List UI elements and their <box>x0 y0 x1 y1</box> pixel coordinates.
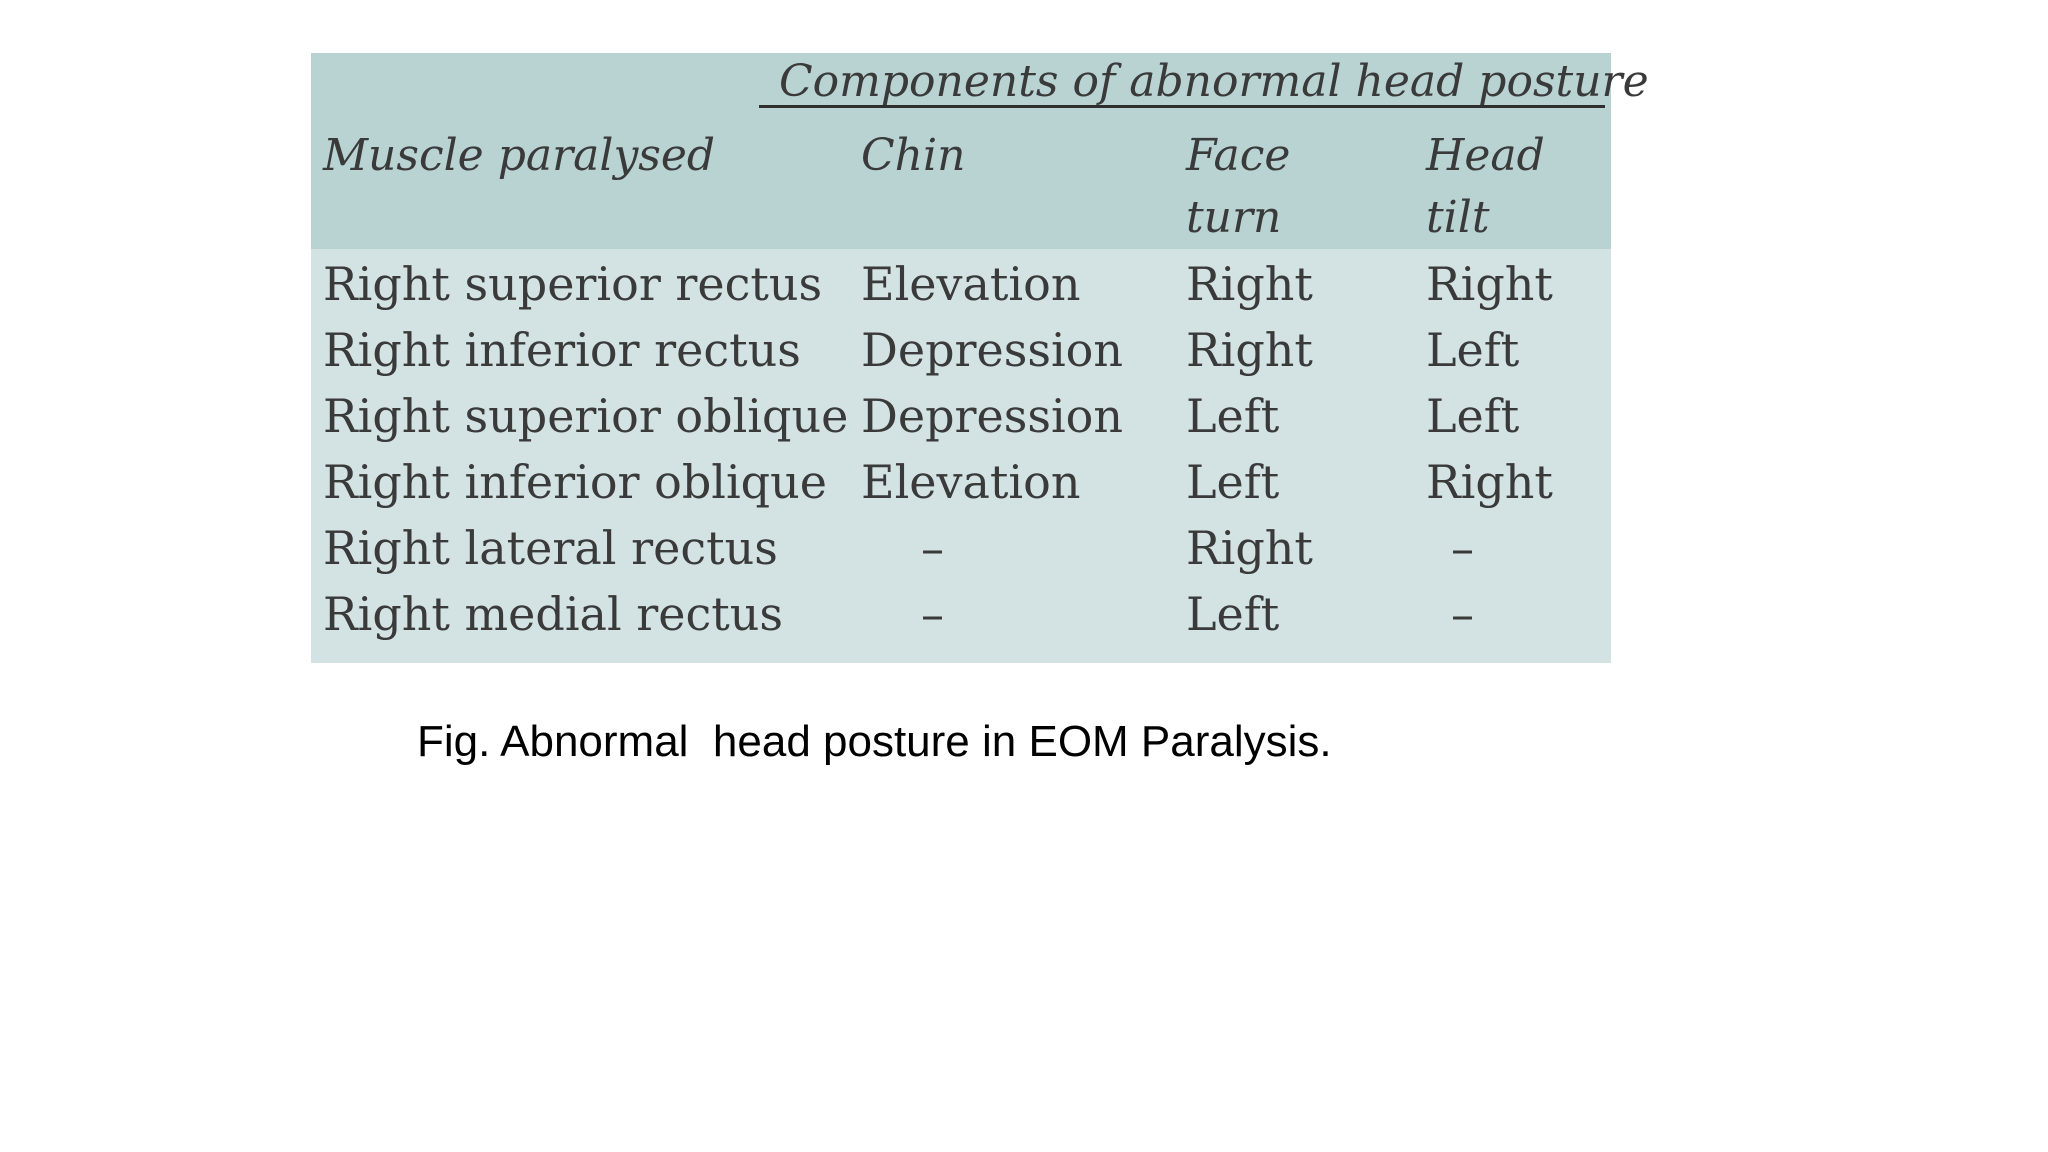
cell-muscle: Right inferior rectus <box>323 323 801 377</box>
cell-face-turn: Left <box>1186 455 1280 509</box>
cell-head-tilt: Right <box>1426 455 1553 509</box>
head-posture-table: Components of abnormal head posture Musc… <box>311 53 1649 663</box>
cell-chin: Elevation <box>861 257 1081 311</box>
cell-chin: – <box>921 587 944 641</box>
table-row: Right superior rectus Elevation Right Ri… <box>311 251 1611 317</box>
cell-head-tilt: – <box>1451 521 1474 575</box>
cell-chin: – <box>921 521 944 575</box>
cell-face-turn: Left <box>1186 389 1280 443</box>
cell-face-turn: Right <box>1186 521 1313 575</box>
table-row: Right inferior oblique Elevation Left Ri… <box>311 449 1611 515</box>
cell-head-tilt: Left <box>1426 389 1520 443</box>
group-header-title: Components of abnormal head posture <box>779 56 1649 107</box>
column-header-head-tilt: Head tilt <box>1426 130 1545 243</box>
cell-muscle: Right lateral rectus <box>323 521 778 575</box>
table-row: Right lateral rectus – Right – <box>311 515 1611 581</box>
column-header-chin: Chin <box>861 130 966 181</box>
cell-face-turn: Right <box>1186 323 1313 377</box>
cell-face-turn: Right <box>1186 257 1313 311</box>
cell-chin: Depression <box>861 323 1124 377</box>
cell-head-tilt: Left <box>1426 323 1520 377</box>
cell-muscle: Right superior rectus <box>323 257 823 311</box>
cell-face-turn: Left <box>1186 587 1280 641</box>
column-header-face-turn: Face turn <box>1186 130 1291 243</box>
figure-caption: Fig. Abnormal head posture in EOM Paraly… <box>417 717 1332 766</box>
table-row: Right medial rectus – Left – <box>311 581 1611 647</box>
cell-head-tilt: – <box>1451 587 1474 641</box>
table-row: Right superior oblique Depression Left L… <box>311 383 1611 449</box>
table-row: Right inferior rectus Depression Right L… <box>311 317 1611 383</box>
cell-chin: Elevation <box>861 455 1081 509</box>
group-header-rule <box>759 105 1605 108</box>
table-header-band <box>311 53 1611 249</box>
column-header-muscle: Muscle paralysed <box>323 130 716 181</box>
cell-muscle: Right medial rectus <box>323 587 783 641</box>
cell-muscle: Right superior oblique <box>323 389 849 443</box>
cell-chin: Depression <box>861 389 1124 443</box>
cell-muscle: Right inferior oblique <box>323 455 827 509</box>
cell-head-tilt: Right <box>1426 257 1553 311</box>
